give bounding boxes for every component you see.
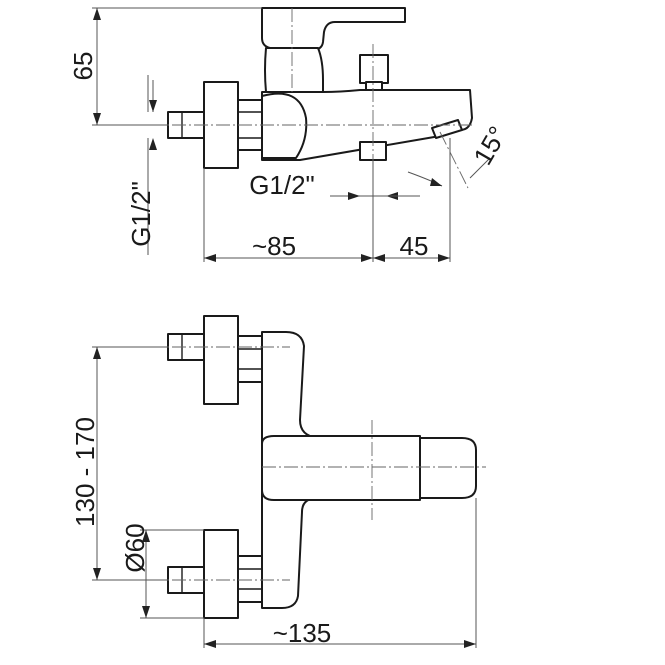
- side-lever-handle: [261, 7, 406, 51]
- label-g12-bottom: G1/2": [249, 170, 315, 200]
- label-15-deg: 15°: [467, 121, 513, 170]
- top-view: 130 - 170 Ø60 ~135: [70, 315, 486, 648]
- top-lever-handle: [261, 435, 421, 501]
- side-diverter-stem: [365, 81, 383, 91]
- top-nut-lower: [237, 555, 263, 603]
- top-rosette-upper: [203, 315, 239, 405]
- side-front-cover: [261, 92, 308, 159]
- label-45: 45: [400, 231, 429, 261]
- label-85: ~85: [252, 231, 296, 261]
- label-dia-60: Ø60: [120, 523, 150, 572]
- label-135: ~135: [273, 618, 332, 648]
- side-spout-outlet: [431, 119, 463, 139]
- label-65: 65: [68, 52, 98, 81]
- top-rosette-lower: [203, 529, 239, 619]
- side-view: 65 G1/2" G1/2" ~85 45 15°: [68, 7, 513, 262]
- side-diverter-knob: [359, 54, 389, 84]
- side-cartridge-housing: [264, 47, 324, 93]
- top-nut-upper: [237, 335, 263, 383]
- label-g12-left: G1/2": [126, 181, 156, 247]
- label-130-170: 130 - 170: [70, 417, 100, 527]
